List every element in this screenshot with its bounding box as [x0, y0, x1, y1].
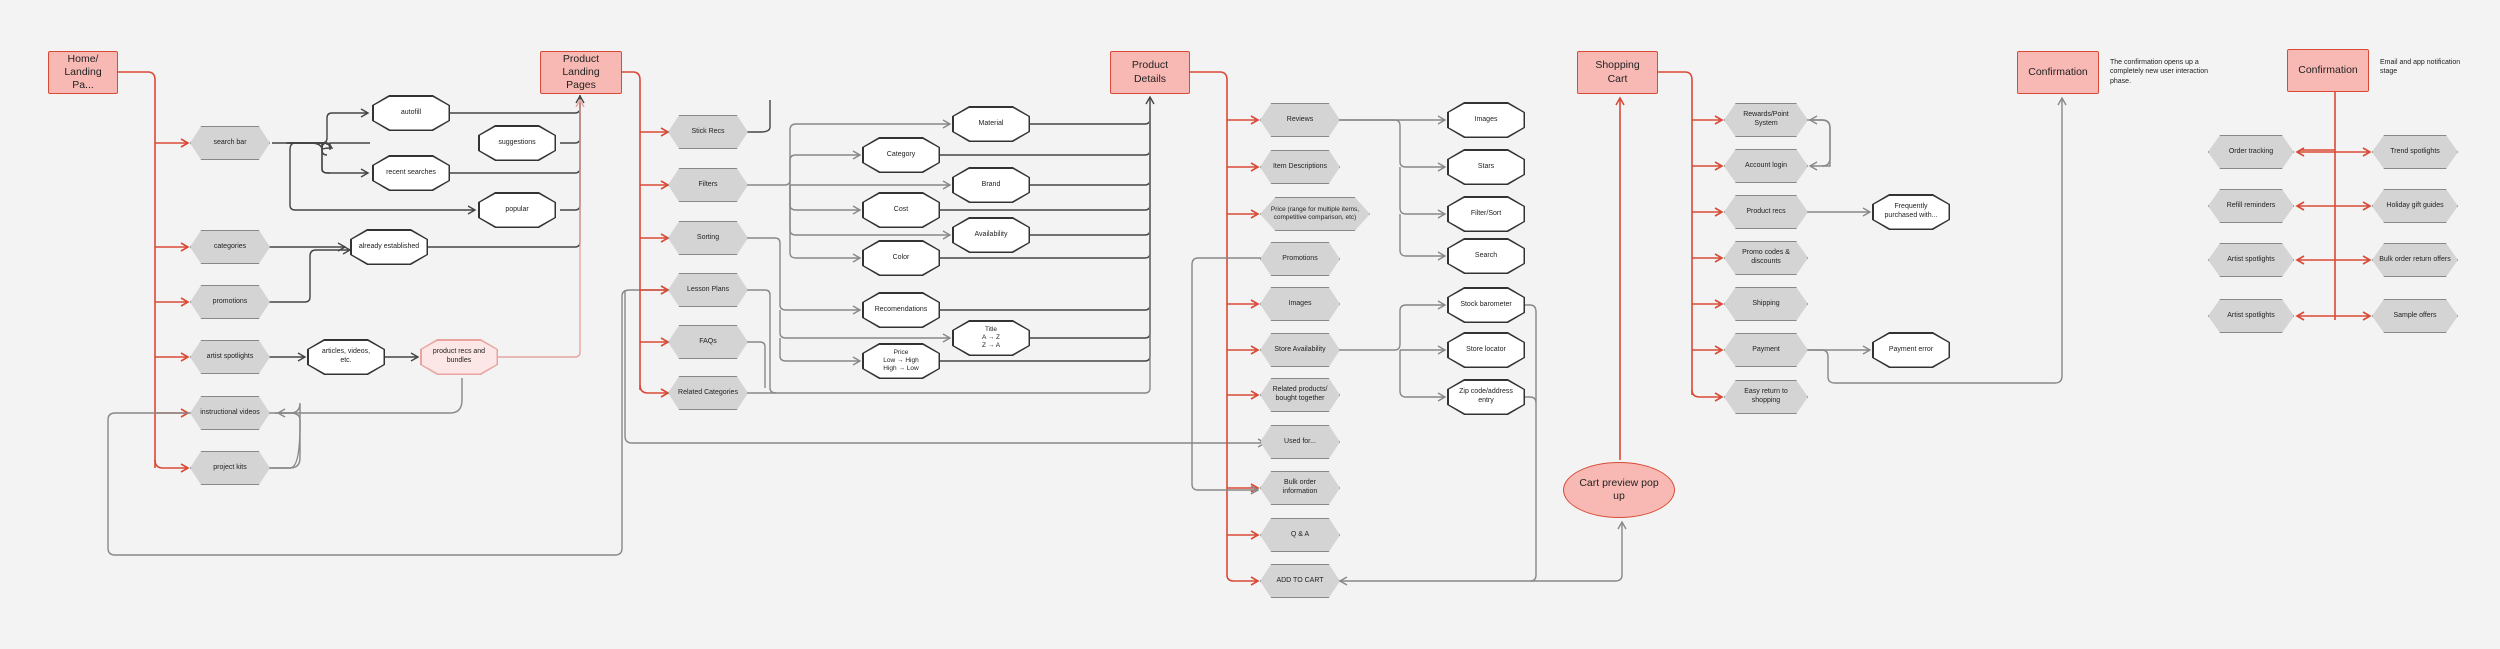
search-node[interactable]: Search [1447, 238, 1525, 274]
lesson-plans-node[interactable]: Lesson Plans [668, 273, 748, 307]
articles-videos-node[interactable]: articles, videos, etc. [307, 339, 385, 375]
search-bar-node[interactable]: search bar [190, 126, 270, 160]
notification-stage-note: Email and app notification stage [2380, 59, 2461, 76]
sorting-node[interactable]: Sorting [668, 221, 748, 255]
rewards-node[interactable]: Rewards/Point System [1724, 103, 1808, 137]
title-sort-node[interactable]: Title A → Z Z → A [952, 320, 1030, 356]
item-descriptions-node[interactable]: Item Descriptions [1260, 150, 1340, 184]
trend-spotlights-node[interactable]: Trend spotlights [2372, 135, 2458, 169]
filters-node[interactable]: Filters [668, 168, 748, 202]
qa-node[interactable]: Q & A [1260, 518, 1340, 552]
suggestions-node[interactable]: suggestions [478, 125, 556, 161]
recent-searches-node[interactable]: recent searches [372, 155, 450, 191]
confirmation-node[interactable]: Confirmation [2017, 51, 2099, 94]
availability-node[interactable]: Availability [952, 217, 1030, 253]
store-availability-node[interactable]: Store Availability [1260, 333, 1340, 367]
shopping-cart-node[interactable]: Shopping Cart [1577, 51, 1658, 94]
product-recs-node[interactable]: Product recs [1724, 195, 1808, 229]
instructional-videos-node[interactable]: instructional videos [190, 396, 270, 430]
material-node[interactable]: Material [952, 106, 1030, 142]
product-details-node[interactable]: Product Details [1110, 51, 1190, 94]
artist-spotlights-node[interactable]: artist spotlights [190, 340, 270, 374]
c2-artist-spotlights-1-node[interactable]: Artist spotlights [2208, 243, 2294, 277]
category-node[interactable]: Category [862, 137, 940, 173]
payment-node[interactable]: Payment [1724, 333, 1808, 367]
product-landing-pages-node[interactable]: Product Landing Pages [540, 51, 622, 94]
cart-preview-popup-node[interactable]: Cart preview pop up [1563, 462, 1675, 518]
confirmation-note: The confirmation opens up a completely n… [2110, 59, 2209, 85]
cost-node[interactable]: Cost [862, 192, 940, 228]
bulk-order-return-node[interactable]: Bulk order return offers [2372, 243, 2458, 277]
confirmation-notification-node[interactable]: Confirmation [2287, 49, 2369, 92]
store-locator-node[interactable]: Store locator [1447, 332, 1525, 368]
price-sort-node[interactable]: Price Low → High High → Low [862, 343, 940, 379]
sample-offers-node[interactable]: Sample offers [2372, 299, 2458, 333]
already-established-node[interactable]: already established [350, 229, 428, 265]
stick-recs-node[interactable]: Stick Recs [668, 115, 748, 149]
color-node[interactable]: Color [862, 240, 940, 276]
promo-codes-node[interactable]: Promo codes & discounts [1724, 241, 1808, 275]
order-tracking-node[interactable]: Order tracking [2208, 135, 2294, 169]
reviews-node[interactable]: Reviews [1260, 103, 1340, 137]
refill-reminders-node[interactable]: Refill reminders [2208, 189, 2294, 223]
used-for-node[interactable]: Used for... [1260, 425, 1340, 459]
product-recs-bundles-node[interactable]: product recs and bundles [420, 339, 498, 375]
recomendations-node[interactable]: Recomendations [862, 292, 940, 328]
add-to-cart-node[interactable]: ADD TO CART [1260, 564, 1340, 598]
frequently-purchased-node[interactable]: Frequently purchased with... [1872, 194, 1950, 230]
zip-code-node[interactable]: Zip code/address entry [1447, 379, 1525, 415]
promotions-node[interactable]: promotions [190, 285, 270, 319]
brand-node[interactable]: Brand [952, 167, 1030, 203]
payment-error-node[interactable]: Payment error [1872, 332, 1950, 368]
related-products-node[interactable]: Related products/ bought together [1260, 378, 1340, 412]
related-categories-node[interactable]: Related Categories [668, 376, 748, 410]
popular-node[interactable]: popular [478, 192, 556, 228]
holiday-gift-guides-node[interactable]: Holiday gift guides [2372, 189, 2458, 223]
price-range-node[interactable]: Price (range for multiple items, competi… [1260, 197, 1370, 231]
easy-return-node[interactable]: Easy return to shopping [1724, 380, 1808, 414]
stock-barometer-node[interactable]: Stock barometer [1447, 287, 1525, 323]
faqs-node[interactable]: FAQs [668, 325, 748, 359]
project-kits-node[interactable]: project kits [190, 451, 270, 485]
filter-sort-node[interactable]: Filter/Sort [1447, 196, 1525, 232]
pd-images-node[interactable]: Images [1260, 287, 1340, 321]
shipping-node[interactable]: Shipping [1724, 287, 1808, 321]
pd-promotions-node[interactable]: Promotions [1260, 242, 1340, 276]
stars-node[interactable]: Stars [1447, 149, 1525, 185]
c2-artist-spotlights-2-node[interactable]: Artist spotlights [2208, 299, 2294, 333]
bulk-order-node[interactable]: Bulk order information [1260, 471, 1340, 505]
autofill-node[interactable]: autofill [372, 95, 450, 131]
categories-node[interactable]: categories [190, 230, 270, 264]
account-login-node[interactable]: Account login [1724, 149, 1808, 183]
review-images-node[interactable]: Images [1447, 102, 1525, 138]
home-landing-page-node[interactable]: Home/ Landing Pa... [48, 51, 118, 94]
